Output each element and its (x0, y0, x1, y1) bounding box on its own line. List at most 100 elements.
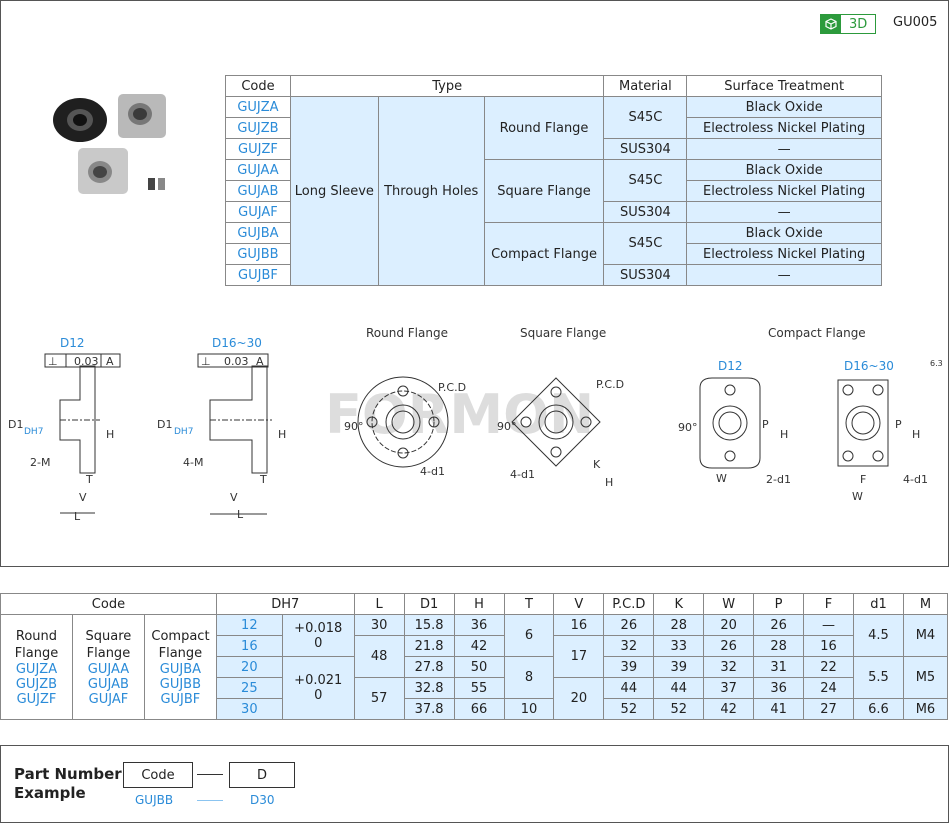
dim-v: V (230, 491, 238, 504)
treatment-cell: Electroless Nickel Plating (686, 243, 882, 265)
dim-h: H (912, 428, 920, 441)
dim-p: P (762, 418, 769, 431)
code-link[interactable]: GUJZB (15, 676, 58, 692)
code-link[interactable]: GUJZF (16, 691, 57, 707)
d-value[interactable]: 20 (215, 656, 283, 678)
code-cell[interactable]: GUJZB (225, 117, 291, 139)
3d-button[interactable]: 3D (820, 14, 877, 34)
code-link[interactable]: GUJBA (159, 661, 201, 677)
d1-value: 37.8 (403, 698, 455, 720)
header-col: L (353, 593, 405, 615)
dim-2m: 2-M (30, 456, 50, 469)
h-value: 50 (453, 656, 505, 678)
d1-hole-value: 4.5 (852, 614, 904, 657)
roughness-label: 6.3 (930, 359, 943, 368)
dim-k: K (593, 458, 601, 471)
d1-value: 15.8 (403, 614, 455, 636)
dim-angle: 90° (678, 421, 698, 434)
v-value: 17 (553, 635, 605, 678)
pcd-value: 39 (603, 656, 655, 678)
m-value: M6 (902, 698, 949, 720)
code-cell[interactable]: GUJAB (225, 180, 291, 202)
code-link[interactable]: GUJBB (159, 676, 202, 692)
technical-drawings: D12 ⊥ 0.03 A D1 DH7 H 2-M T V L D16~30 ⊥… (8, 326, 943, 523)
header-dh7: DH7 (215, 593, 355, 615)
holes-cell: Through Holes (377, 96, 485, 286)
treatment-cell: Black Oxide (686, 96, 882, 118)
code-group-round: Round Flange GUJZA GUJZB GUJZF (0, 614, 73, 720)
h-value: 36 (453, 614, 505, 636)
example-d: D30 (250, 793, 275, 807)
w-value: 20 (703, 614, 755, 636)
code-cell[interactable]: GUJZA (225, 96, 291, 118)
treatment-cell: Black Oxide (686, 159, 882, 181)
material-cell: SUS304 (603, 201, 688, 223)
code-link[interactable]: GUJBF (160, 691, 201, 707)
dim-holes: 2-d1 (766, 473, 791, 486)
dim-h: H (278, 428, 286, 441)
dim-v: V (79, 491, 87, 504)
dim-pcd: P.C.D (596, 378, 624, 391)
p-value: 41 (753, 698, 805, 720)
header-code: Code (225, 75, 291, 97)
header-col: H (453, 593, 505, 615)
tolerance-upper: +0.021 (294, 673, 343, 688)
code-cell[interactable]: GUJBF (225, 264, 291, 286)
d1-value: 27.8 (403, 656, 455, 678)
flange-cell: Compact Flange (483, 222, 605, 286)
part-number-title: Part Number Example (14, 765, 122, 803)
d-value[interactable]: 30 (215, 698, 283, 720)
tolerance-value: 0.03 (224, 355, 249, 368)
pcd-value: 44 (603, 677, 655, 699)
material-cell: SUS304 (603, 264, 688, 286)
d-value[interactable]: 12 (215, 614, 283, 636)
drawing-title: Square Flange (520, 326, 606, 340)
p-value: 28 (753, 635, 805, 657)
code-link[interactable]: GUJAA (87, 661, 130, 677)
dim-dh7: DH7 (24, 427, 43, 437)
material-cell: S45C (603, 222, 688, 265)
material-cell: SUS304 (603, 138, 688, 160)
d1-value: 32.8 (403, 677, 455, 699)
tolerance-lower: 0 (314, 635, 323, 651)
flange-cell: Square Flange (483, 159, 605, 223)
h-value: 66 (453, 698, 505, 720)
w-value: 42 (703, 698, 755, 720)
header-col: d1 (852, 593, 904, 615)
f-value: 16 (803, 635, 854, 657)
d-box: D (229, 762, 295, 788)
dim-h: H (780, 428, 788, 441)
dim-angle: 90° (344, 420, 364, 433)
d1-value: 21.8 (403, 635, 455, 657)
example-code: GUJBB (135, 793, 174, 807)
d-value[interactable]: 25 (215, 677, 283, 699)
code-cell[interactable]: GUJAA (225, 159, 291, 181)
l-value: 48 (353, 635, 405, 678)
code-link[interactable]: GUJAF (88, 691, 129, 707)
code-cell[interactable]: GUJZF (225, 138, 291, 160)
treatment-cell: Electroless Nickel Plating (686, 117, 882, 139)
l-value: 30 (353, 614, 405, 636)
p-value: 36 (753, 677, 805, 699)
dim-t: T (259, 473, 267, 486)
tolerance-upper: +0.018 (294, 620, 343, 636)
code-cell[interactable]: GUJBB (225, 243, 291, 265)
d-value[interactable]: 16 (215, 635, 283, 657)
dim-d1: D1 (157, 418, 172, 431)
header-type: Type (289, 75, 605, 97)
h-value: 42 (453, 635, 505, 657)
code-link[interactable]: GUJZA (15, 661, 58, 677)
type-table: Code Type Material Surface Treatment GUJ… (225, 75, 882, 286)
code-cell[interactable]: GUJAF (225, 201, 291, 223)
treatment-cell: Black Oxide (686, 222, 882, 244)
v-value: 16 (553, 614, 605, 636)
header-col: P (753, 593, 805, 615)
pcd-value: 26 (603, 614, 655, 636)
l-value: 57 (353, 677, 405, 720)
dim-h: H (605, 476, 613, 489)
datum-label: A (106, 355, 114, 368)
code-cell[interactable]: GUJBA (225, 222, 291, 244)
group-title: Round Flange (14, 628, 59, 661)
watermark: FORMON (325, 383, 594, 446)
code-link[interactable]: GUJAB (87, 676, 129, 692)
